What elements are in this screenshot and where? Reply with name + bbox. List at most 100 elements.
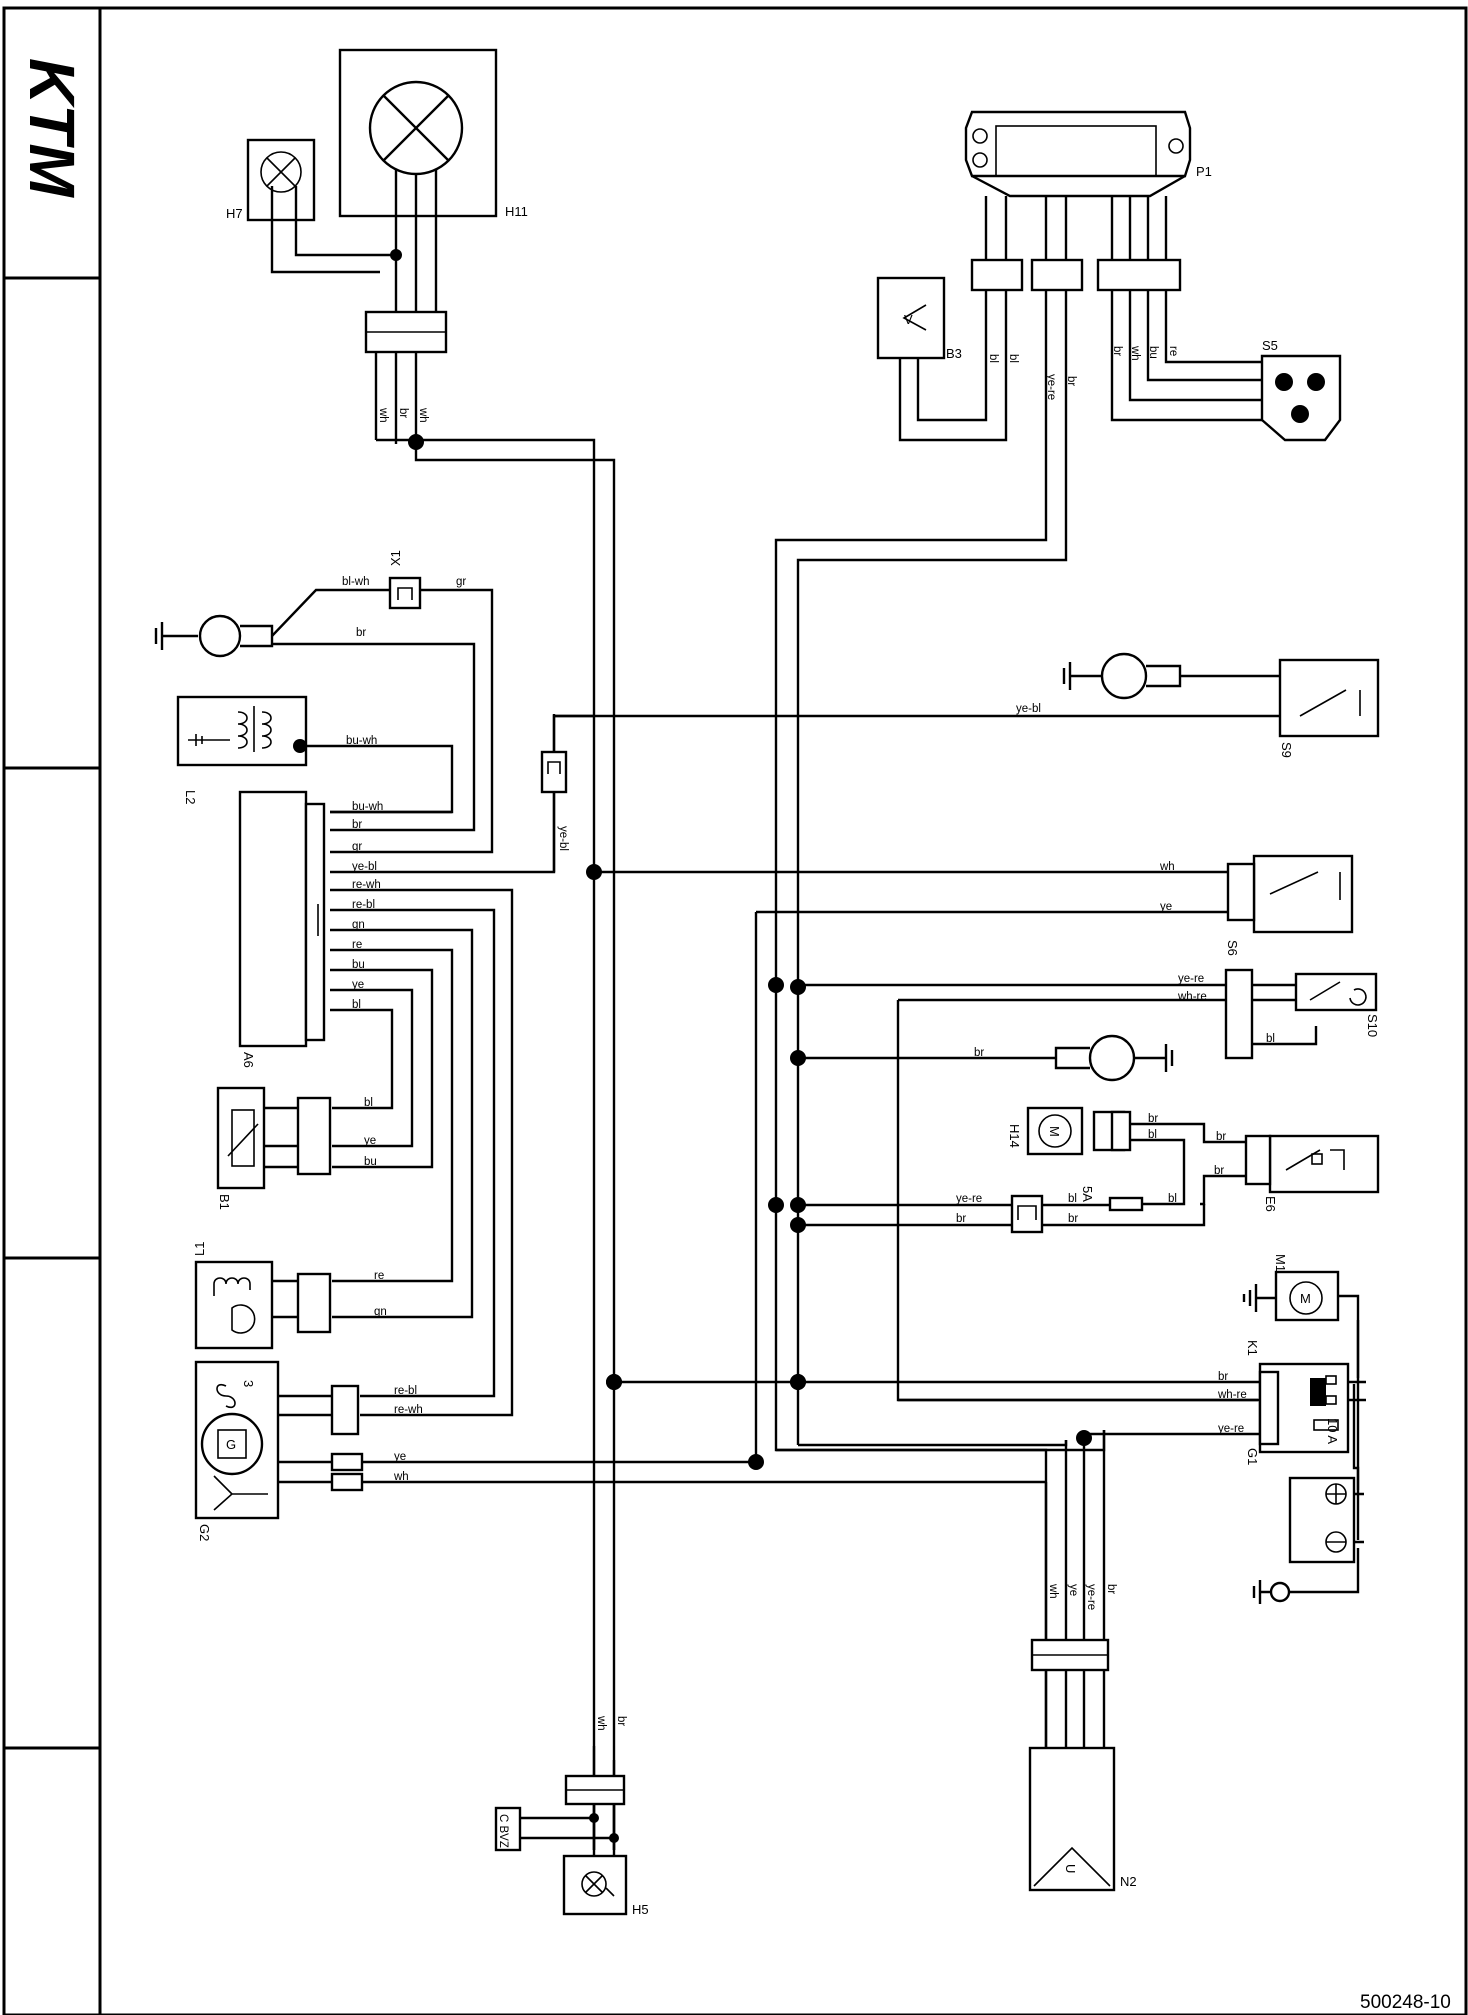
wire-label-w41: bl xyxy=(1068,1193,1077,1205)
label-K1: K1 xyxy=(1245,1340,1260,1356)
wire-label-w37: br xyxy=(1216,1131,1226,1143)
starter-relay-k1 xyxy=(606,1320,1366,1540)
label-H5: H5 xyxy=(632,1902,649,1917)
wire-label-w24: re xyxy=(352,939,362,951)
wire-label-w15: bu-wh xyxy=(346,735,377,747)
wire-label-w19: gr xyxy=(352,841,362,853)
label-S6: S6 xyxy=(1225,940,1240,956)
wire-label-w28: ye-bl xyxy=(557,826,569,851)
ignition-sensor xyxy=(154,588,494,850)
wire-label-w36: bl xyxy=(1148,1129,1157,1141)
ignition-coil-l2 xyxy=(176,695,454,814)
wire-label-w16: ye-bl xyxy=(1016,703,1041,715)
phase-symbol: 3 xyxy=(241,1380,256,1387)
motor-symbol: M xyxy=(1300,1291,1311,1306)
junction xyxy=(606,1374,622,1390)
drawing-frame xyxy=(2,6,1468,2015)
relay-fuse-label: 10 A xyxy=(1325,1418,1340,1444)
indicator-h5 xyxy=(494,1746,628,1916)
label-X1: X1 xyxy=(388,550,403,566)
wire-label-w53: br xyxy=(1218,1371,1228,1383)
wire-label-w27: bl xyxy=(352,999,361,1011)
wire-label-w46: bu xyxy=(364,1156,377,1168)
relay-e6 xyxy=(1130,1122,1380,1206)
label-S10: S10 xyxy=(1365,1014,1380,1037)
horn-h14 xyxy=(1026,1106,1132,1156)
wire-label-w5: bl xyxy=(1007,354,1019,363)
headlamp-wiring xyxy=(270,170,616,1850)
connector-x1 xyxy=(388,576,422,610)
switch-s5 xyxy=(1110,290,1342,442)
label-A6: A6 xyxy=(241,1052,256,1068)
wire-label-w12: bl-wh xyxy=(342,576,369,588)
wire-label-w4: bl xyxy=(987,354,999,363)
wire-label-w47: re xyxy=(374,1270,384,1282)
wire-label-w38: br xyxy=(1214,1165,1224,1177)
wire-label-w20: ye-bl xyxy=(352,861,377,873)
wire-label-w44: bl xyxy=(364,1097,373,1109)
wire-label-w3: wh xyxy=(417,407,429,423)
a6-wiring xyxy=(330,714,594,1417)
label-H7: H7 xyxy=(226,206,243,221)
label-N2: N2 xyxy=(1120,1874,1137,1889)
label-S9: S9 xyxy=(1279,742,1294,758)
wire-label-w55: ye-re xyxy=(1218,1423,1244,1435)
switch-s9 xyxy=(554,652,1380,738)
wire-label-w54: wh-re xyxy=(1217,1389,1247,1401)
wire-label-w57: ye xyxy=(1067,1584,1079,1596)
label-L1: L1 xyxy=(192,1242,207,1256)
wire-label-w21: re-wh xyxy=(352,879,381,891)
label-P1: P1 xyxy=(1196,164,1212,179)
wire-label-w49: re-bl xyxy=(394,1385,417,1397)
wire-label-w13: gr xyxy=(456,576,466,588)
starter-motor-m1 xyxy=(1242,1270,1360,1378)
drawing-number: 500248-10 xyxy=(1360,1992,1451,2013)
wire-label-w2: br xyxy=(397,408,409,418)
wire-label-w11: re xyxy=(1167,346,1179,356)
wire-label-w33: bl xyxy=(1266,1033,1275,1045)
label-L2: L2 xyxy=(183,790,198,804)
wire-label-w48: gn xyxy=(374,1306,387,1318)
switch-s6 xyxy=(586,854,1354,1462)
wire-label-w34: br xyxy=(974,1047,984,1059)
wire-label-w31: ye-re xyxy=(1178,973,1204,985)
fuse-5a xyxy=(798,1184,1206,1234)
b3-symbol: V xyxy=(904,312,913,327)
wire-label-w9: wh xyxy=(1129,345,1141,361)
wire-label-w22: re-bl xyxy=(352,899,375,911)
wire-label-w52: wh xyxy=(393,1471,409,1483)
ground-sensor-right xyxy=(798,1034,1174,1082)
pickup-l1 xyxy=(194,1260,332,1350)
wire-label-w42: br xyxy=(1068,1213,1078,1225)
wire-label-w56: wh xyxy=(1047,1583,1059,1599)
label-B3: B3 xyxy=(946,346,962,361)
wire-label-w26: ye xyxy=(352,979,364,991)
label-G1: G1 xyxy=(1245,1448,1260,1465)
ye-bl-connector xyxy=(540,714,568,872)
wire-label-w1: wh xyxy=(377,407,389,423)
wire-label-w59: br xyxy=(1105,1584,1117,1594)
wire-label-w29: wh xyxy=(1159,861,1175,873)
wire-label-w58: ye-re xyxy=(1085,1584,1097,1610)
control-unit-a6 xyxy=(238,790,326,1048)
label-H11: H11 xyxy=(505,204,528,219)
capacitor-label: C BVZ xyxy=(497,1814,509,1848)
label-M1: M1 xyxy=(1273,1254,1288,1272)
wire-label-w51: ye xyxy=(394,1451,406,1463)
label-H14: H14 xyxy=(1007,1124,1022,1148)
wire-label-w25: bu xyxy=(352,959,365,971)
p1-harness xyxy=(768,290,1068,1850)
horn-motor-symbol: M xyxy=(1047,1126,1062,1137)
wire-label-w17: bu-wh xyxy=(352,801,383,813)
wire-label-w10: bu xyxy=(1147,346,1159,359)
wire-label-w43: bl xyxy=(1168,1193,1177,1205)
wire-label-w6: ye-re xyxy=(1045,374,1057,400)
wire-label-w7: br xyxy=(1065,376,1077,386)
wire-label-w39: ye-re xyxy=(956,1193,982,1205)
regulator-symbol: U xyxy=(1063,1864,1078,1873)
wire-label-w30: ye xyxy=(1160,901,1172,913)
regulator-n2 xyxy=(776,1430,1116,1892)
sensor-b1 xyxy=(216,1086,332,1190)
